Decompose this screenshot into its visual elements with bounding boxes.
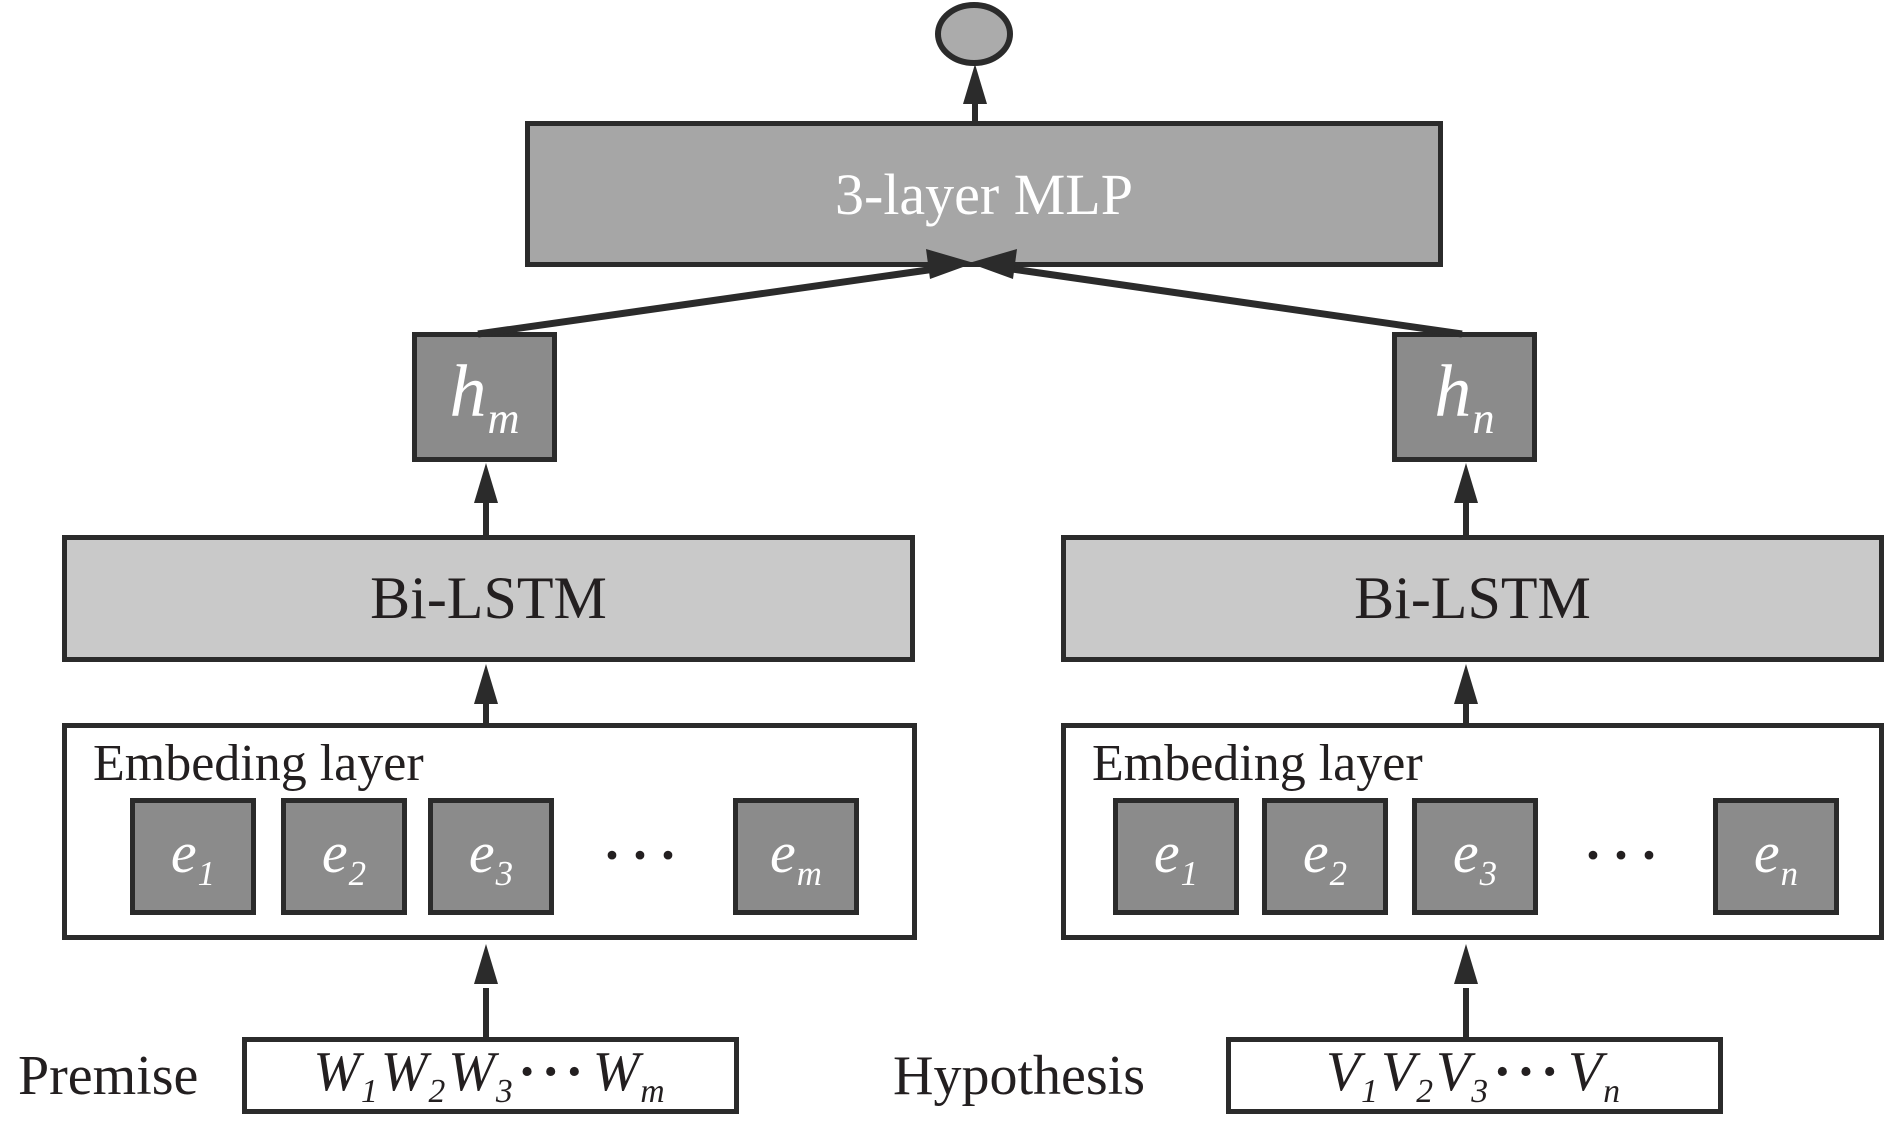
embedding-layer-box-hypothesis: Embeding layer e1 e2 e3 ··· en <box>1061 723 1884 940</box>
mlp-label: 3-layer MLP <box>835 161 1133 227</box>
arrow-lstm-to-hm-head <box>474 463 498 503</box>
hypothesis-sequence: V1V2V3···Vn <box>1325 1040 1621 1111</box>
ellipsis-dots: ··· <box>1493 1040 1565 1103</box>
ellipsis-dots: ··· <box>1583 825 1669 885</box>
arrow-lstm-to-hn-head <box>1454 463 1478 503</box>
arrow-premise-to-embed-head <box>474 944 498 984</box>
bilstm-label: Bi-LSTM <box>370 565 607 631</box>
embedding-layer-title: Embeding layer <box>93 735 424 792</box>
ellipsis-dots: ··· <box>602 825 688 885</box>
premise-sequence: W1W2W3···Wm <box>313 1040 665 1111</box>
hypothesis-label: Hypothesis <box>893 1044 1145 1107</box>
arrow-hm-to-mlp-line <box>477 265 936 338</box>
arrow-hypothesis-to-embed-head <box>1454 944 1478 984</box>
ellipsis-dots: ··· <box>517 1040 589 1103</box>
hidden-state-hm-box: hm <box>412 332 557 462</box>
hidden-state-hm-symbol: hm <box>449 351 520 443</box>
hidden-state-hn-box: hn <box>1392 332 1537 462</box>
bilstm-label: Bi-LSTM <box>1354 565 1591 631</box>
hypothesis-sequence-box: V1V2V3···Vn <box>1226 1037 1723 1114</box>
arrow-mlp-to-output-head <box>963 64 987 104</box>
embedding-layer-box-premise: Embeding layer e1 e2 e3 ··· em <box>62 723 917 940</box>
premise-sequence-box: W1W2W3···Wm <box>242 1037 739 1114</box>
embedding-cell-e3: e3 <box>428 798 554 915</box>
output-node-circle-icon <box>935 2 1013 66</box>
arrow-embed-to-lstm-right-head <box>1454 664 1478 704</box>
embedding-cell-e3: e3 <box>1412 798 1538 915</box>
embedding-cell-en: en <box>1713 798 1839 915</box>
premise-label: Premise <box>18 1044 199 1107</box>
arrow-hn-to-mlp-line <box>1011 265 1463 338</box>
embedding-cell-em: em <box>733 798 859 915</box>
bilstm-box-premise: Bi-LSTM <box>62 535 915 662</box>
embedding-cell-e2: e2 <box>281 798 407 915</box>
hidden-state-hn-symbol: hn <box>1434 351 1495 443</box>
mlp-box: 3-layer MLP <box>525 121 1443 267</box>
arrow-embed-to-lstm-left-head <box>474 664 498 704</box>
embedding-layer-title: Embeding layer <box>1092 735 1423 792</box>
bilstm-box-hypothesis: Bi-LSTM <box>1061 535 1884 662</box>
embedding-cell-e2: e2 <box>1262 798 1388 915</box>
embedding-cell-e1: e1 <box>130 798 256 915</box>
embedding-cell-e1: e1 <box>1113 798 1239 915</box>
